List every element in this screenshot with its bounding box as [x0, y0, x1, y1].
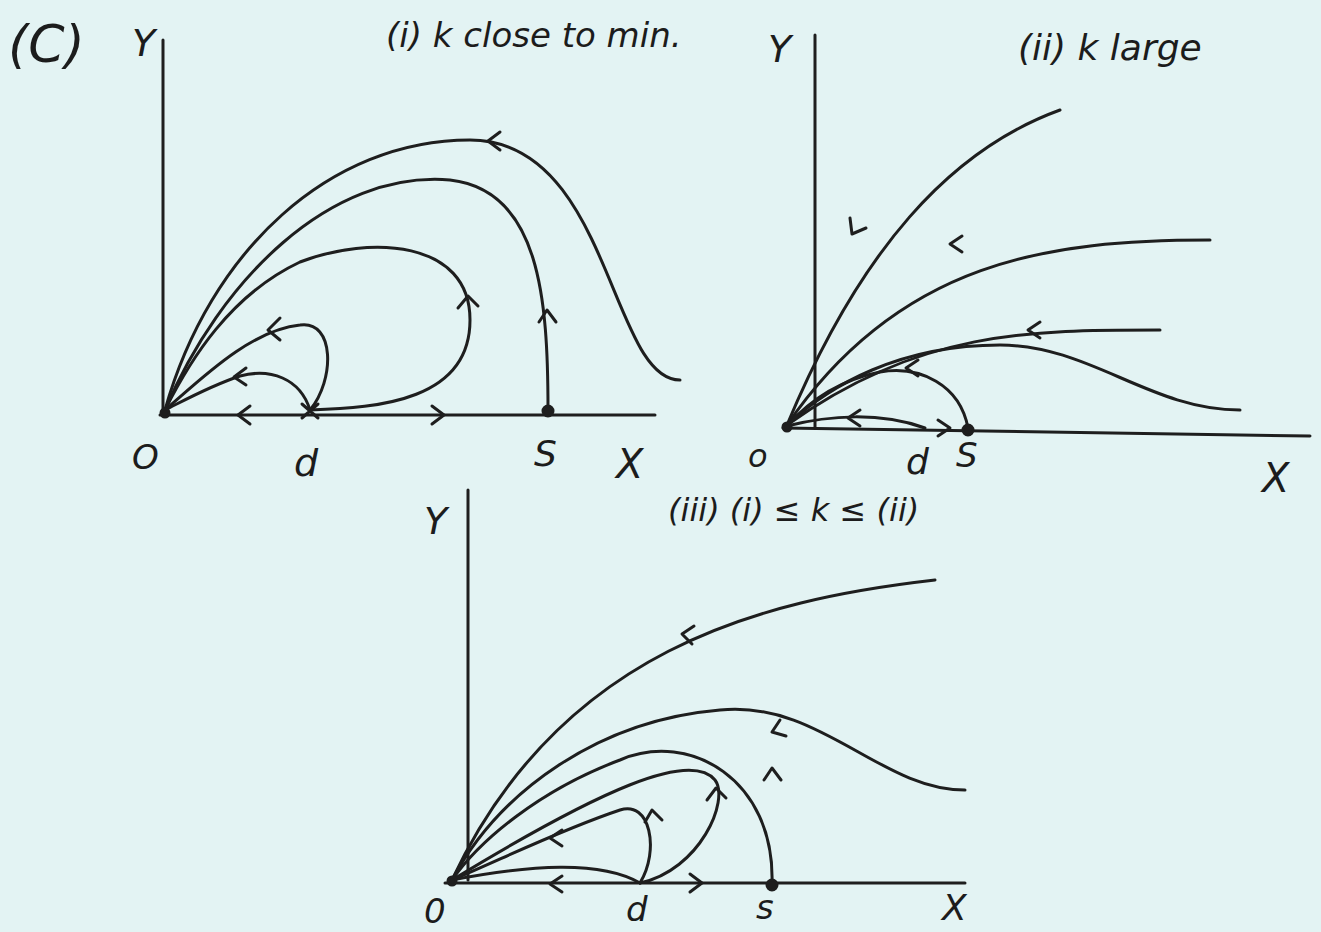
panel-heading: (iii) (i) ≤ k ≤ (ii) — [668, 494, 919, 526]
origin-label: o — [748, 440, 768, 472]
axis-label: Y — [768, 30, 791, 68]
panel-heading: (ii) k large — [1018, 30, 1202, 66]
panel-ii-curves — [783, 35, 1310, 436]
origin-label: 0 — [424, 894, 446, 928]
origin-label: O — [132, 440, 159, 474]
point-label: S — [956, 438, 978, 472]
axis-label: Y — [424, 502, 447, 540]
axis-label: X — [1262, 458, 1289, 498]
point-label: d — [294, 444, 318, 482]
axis-label: X — [616, 444, 643, 484]
axis-label: X — [942, 890, 967, 926]
panel-letter: (C) — [8, 18, 85, 70]
point-label: d — [906, 444, 929, 480]
panel-i-curves — [160, 40, 680, 424]
point-label: S — [534, 436, 557, 472]
axis-label: Y — [132, 24, 155, 62]
panel-heading: (i) k close to min. — [386, 18, 682, 52]
panel-iii-curves — [445, 490, 965, 892]
point-label: s — [756, 890, 774, 924]
point-label: d — [626, 892, 648, 926]
